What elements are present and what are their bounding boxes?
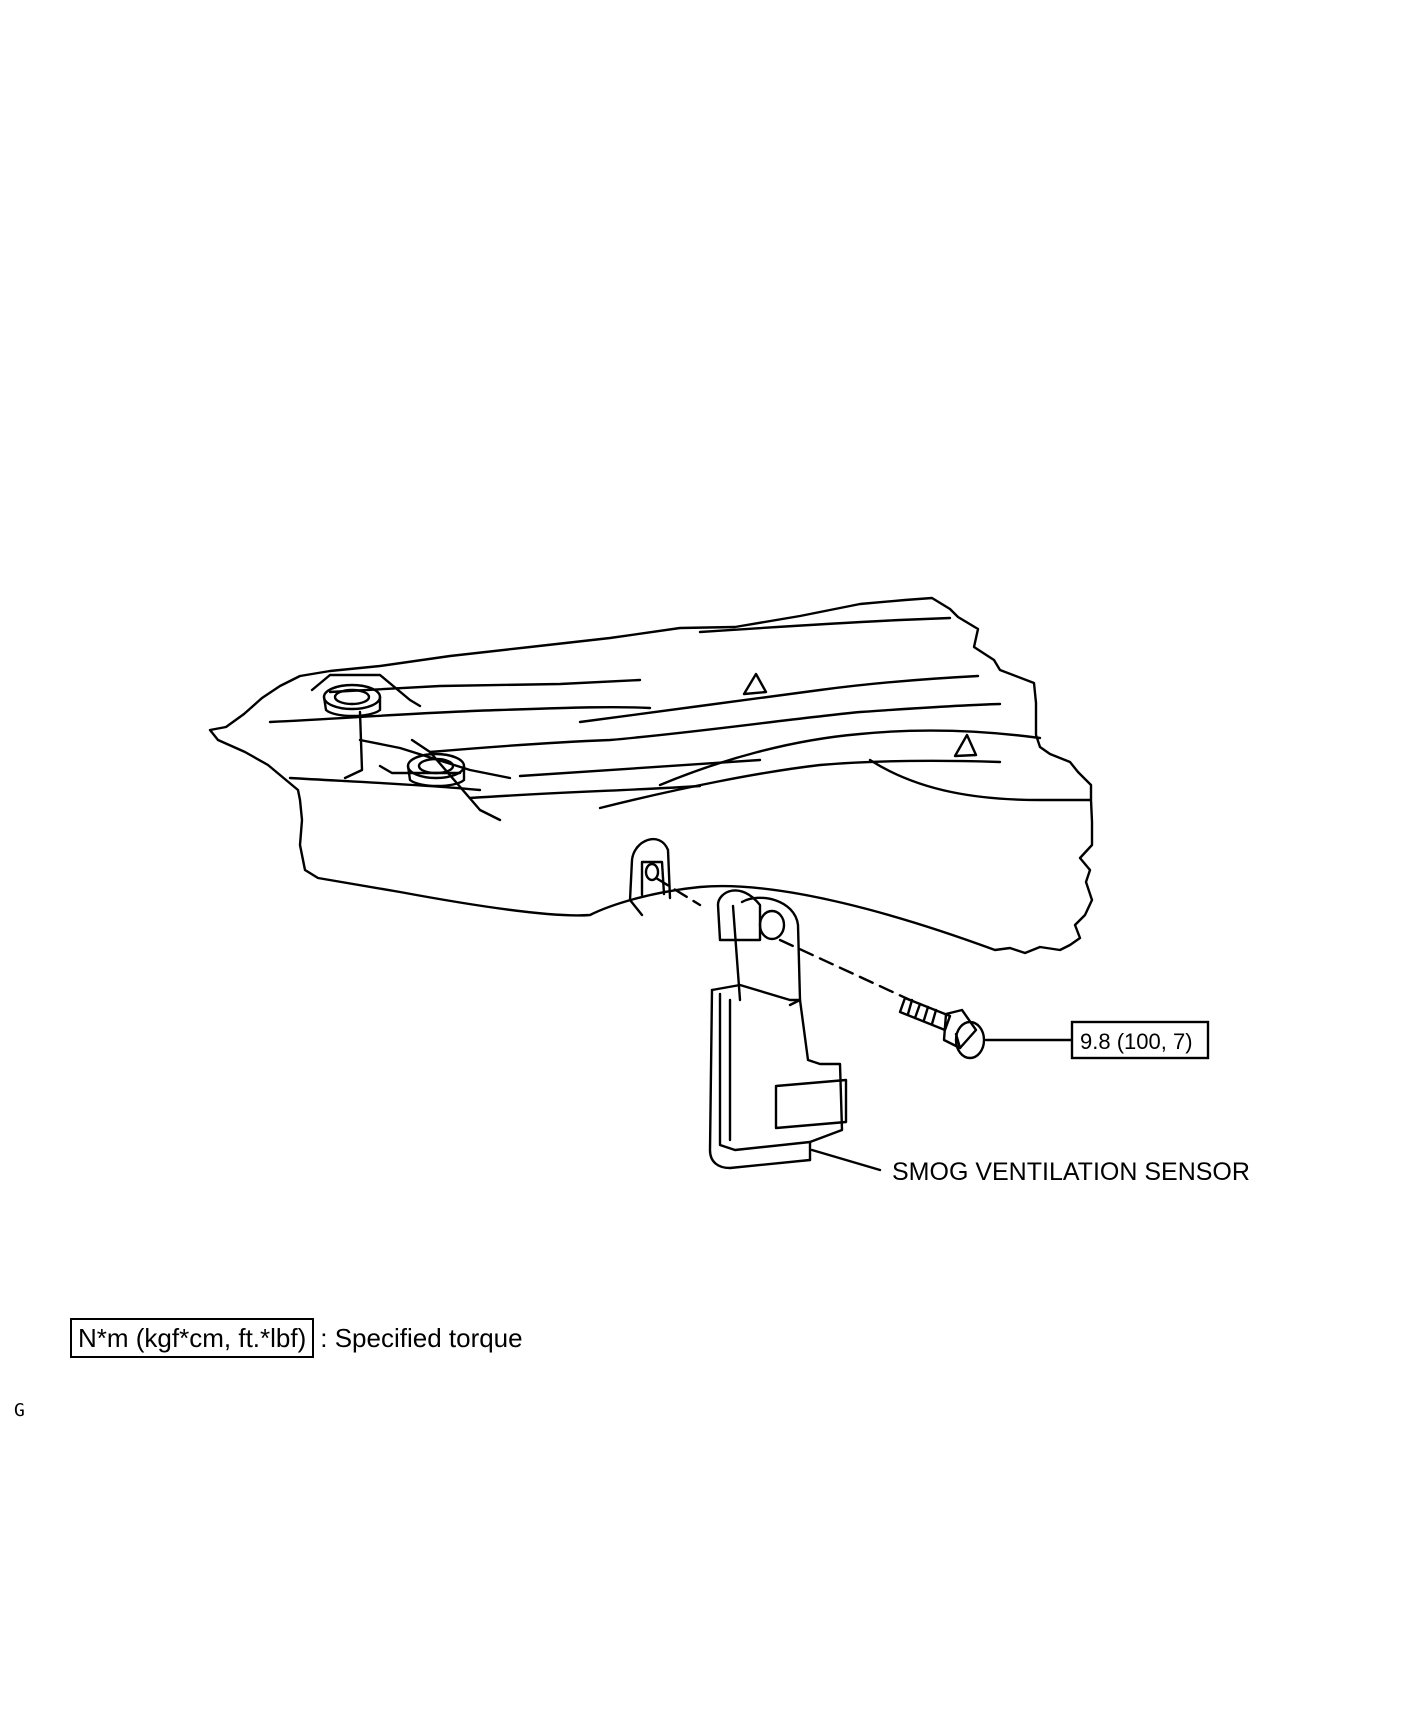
mounting-bolt	[898, 996, 986, 1060]
figure-code: G	[14, 1400, 25, 1421]
mounting-boss-1	[310, 673, 422, 718]
smog-ventilation-sensor	[708, 889, 848, 1170]
legend-description: : Specified torque	[320, 1323, 523, 1353]
mounting-boss-2	[406, 752, 466, 788]
cover-panel	[208, 596, 1094, 955]
arrow-mark-1	[742, 672, 768, 696]
arrow-mark-2	[953, 733, 978, 758]
torque-legend: N*m (kgf*cm, ft.*lbf) : Specified torque	[70, 1318, 523, 1358]
torque-label: 9.8 (100, 7)	[1080, 1029, 1193, 1054]
torque-callout: 9.8 (100, 7)	[1070, 1020, 1210, 1060]
alignment-dashed-line	[654, 876, 912, 1002]
part-leader-line	[810, 1148, 882, 1172]
legend-unit-box: N*m (kgf*cm, ft.*lbf)	[70, 1318, 315, 1358]
part-label: SMOG VENTILATION SENSOR	[892, 1158, 1250, 1186]
torque-callout-box	[1070, 1020, 1210, 1060]
panel-bracket	[628, 838, 672, 917]
